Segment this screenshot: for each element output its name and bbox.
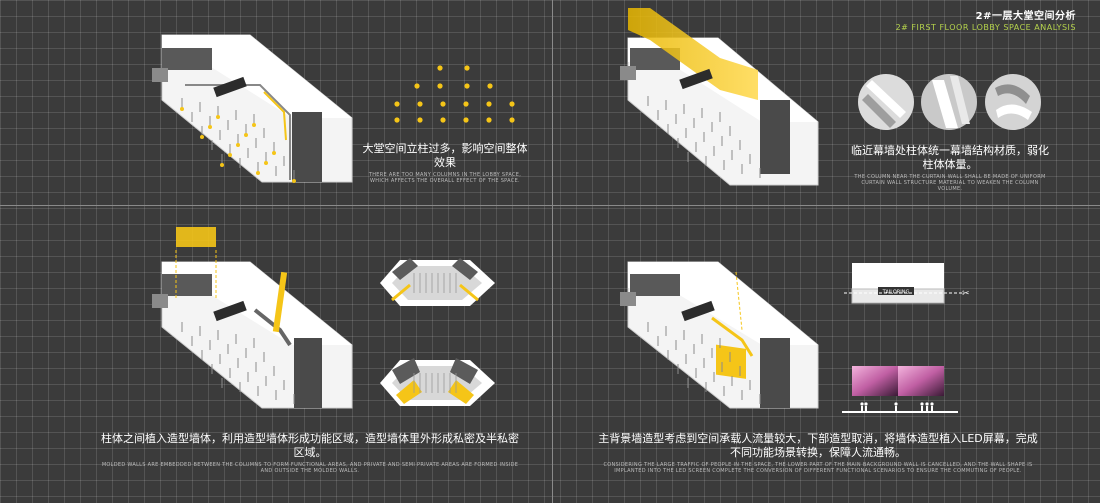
panel4-caption-en: CONSIDERING THE LARGE TRAFFIC OF PEOPLE … [603, 462, 1033, 474]
panel2-caption: 临近幕墙处柱体统一幕墙结构材质，弱化柱体体量。 THE COLUMN NEAR … [850, 144, 1050, 192]
panel3-zone-plans [380, 258, 495, 406]
panel4-caption-cn: 主背景墙造型考虑到空间承载人流量较大，下部造型取消，将墙体造型植入LED屏幕，完… [598, 432, 1038, 459]
column-dot [440, 117, 446, 123]
column-dot [486, 117, 492, 123]
tailoring-tag [878, 287, 914, 295]
panel2-material-samples [858, 74, 1041, 130]
panel1-caption-cn: 大堂空间立柱过多，影响空间整体效果 [362, 142, 528, 169]
panel2-columns [647, 96, 761, 178]
vertical-divider [552, 0, 553, 503]
column-dot [417, 101, 423, 107]
panel3-columns [181, 322, 295, 404]
column-dot [486, 101, 492, 107]
led-screen-right [898, 366, 944, 396]
panel1-columns [180, 98, 296, 183]
panel2-curtain-wall [628, 8, 758, 100]
header-title-cn: 2#一层大堂空间分析 [975, 11, 1076, 22]
header-title-en: 2# FIRST FLOOR LOBBY SPACE ANALYSIS [895, 23, 1076, 32]
panel4-led-screens [842, 366, 958, 413]
panel2-caption-en: THE COLUMN NEAR THE CURTAIN WALL SHALL B… [854, 174, 1046, 192]
material-sample-3 [985, 74, 1041, 130]
panel1-caption: 大堂空间立柱过多，影响空间整体效果 THERE ARE TOO MANY COL… [360, 142, 530, 184]
led-screen-left [852, 366, 898, 396]
column-dot [417, 117, 423, 123]
panel1-floorplan [152, 34, 353, 183]
column-dot [464, 65, 470, 71]
panel3-floorplan [152, 227, 353, 409]
panel4-led-wall-elevation [716, 344, 746, 379]
column-dot [394, 101, 400, 107]
panel3-molded-wall-tall [272, 271, 288, 333]
panel3-caption-en: MOLDED WALLS ARE EMBEDDED BETWEEN THE CO… [101, 462, 519, 474]
column-dot [509, 117, 515, 123]
column-dot [440, 101, 446, 107]
panel1-caption-en: THERE ARE TOO MANY COLUMNS IN THE LOBBY … [368, 172, 522, 184]
panel4-caption: 主背景墙造型考虑到空间承载人流量较大，下部造型取消，将墙体造型植入LED屏幕，完… [598, 432, 1038, 474]
panel2-caption-cn: 临近幕墙处柱体统一幕墙结构材质，弱化柱体体量。 [851, 144, 1049, 171]
column-dot [437, 83, 443, 89]
horizontal-divider [0, 205, 1100, 206]
column-dot [414, 83, 420, 89]
panel1-core-wall [292, 112, 322, 182]
panel4-floorplan [620, 261, 819, 409]
panel1-column-dot-grid [394, 65, 515, 123]
people-flow-icon [860, 402, 934, 411]
column-dot [463, 101, 469, 107]
panel4-columns [647, 322, 761, 404]
column-dot [509, 101, 515, 107]
column-dot [464, 83, 470, 89]
page-header: 2#一层大堂空间分析 2# FIRST FLOOR LOBBY SPACE AN… [896, 7, 1076, 32]
column-dot [394, 117, 400, 123]
panel1-dark-block [162, 48, 212, 70]
scissors-icon: ✂ [962, 289, 970, 299]
column-dot [463, 117, 469, 123]
panel1-escalator [213, 76, 247, 98]
panel2-floorplan [620, 8, 819, 186]
column-dot [437, 65, 443, 71]
panel3-molded-wall-elevation [176, 227, 216, 247]
panel3-caption: 柱体之间植入造型墙体，利用造型墙体形成功能区域，造型墙体里外形成私密及半私密区域… [100, 432, 520, 474]
column-dot [487, 83, 493, 89]
panel3-caption-cn: 柱体之间植入造型墙体，利用造型墙体形成功能区域，造型墙体里外形成私密及半私密区域… [101, 432, 519, 459]
panel4-tailoring-diagram: TAILORING ✂ [844, 263, 970, 304]
